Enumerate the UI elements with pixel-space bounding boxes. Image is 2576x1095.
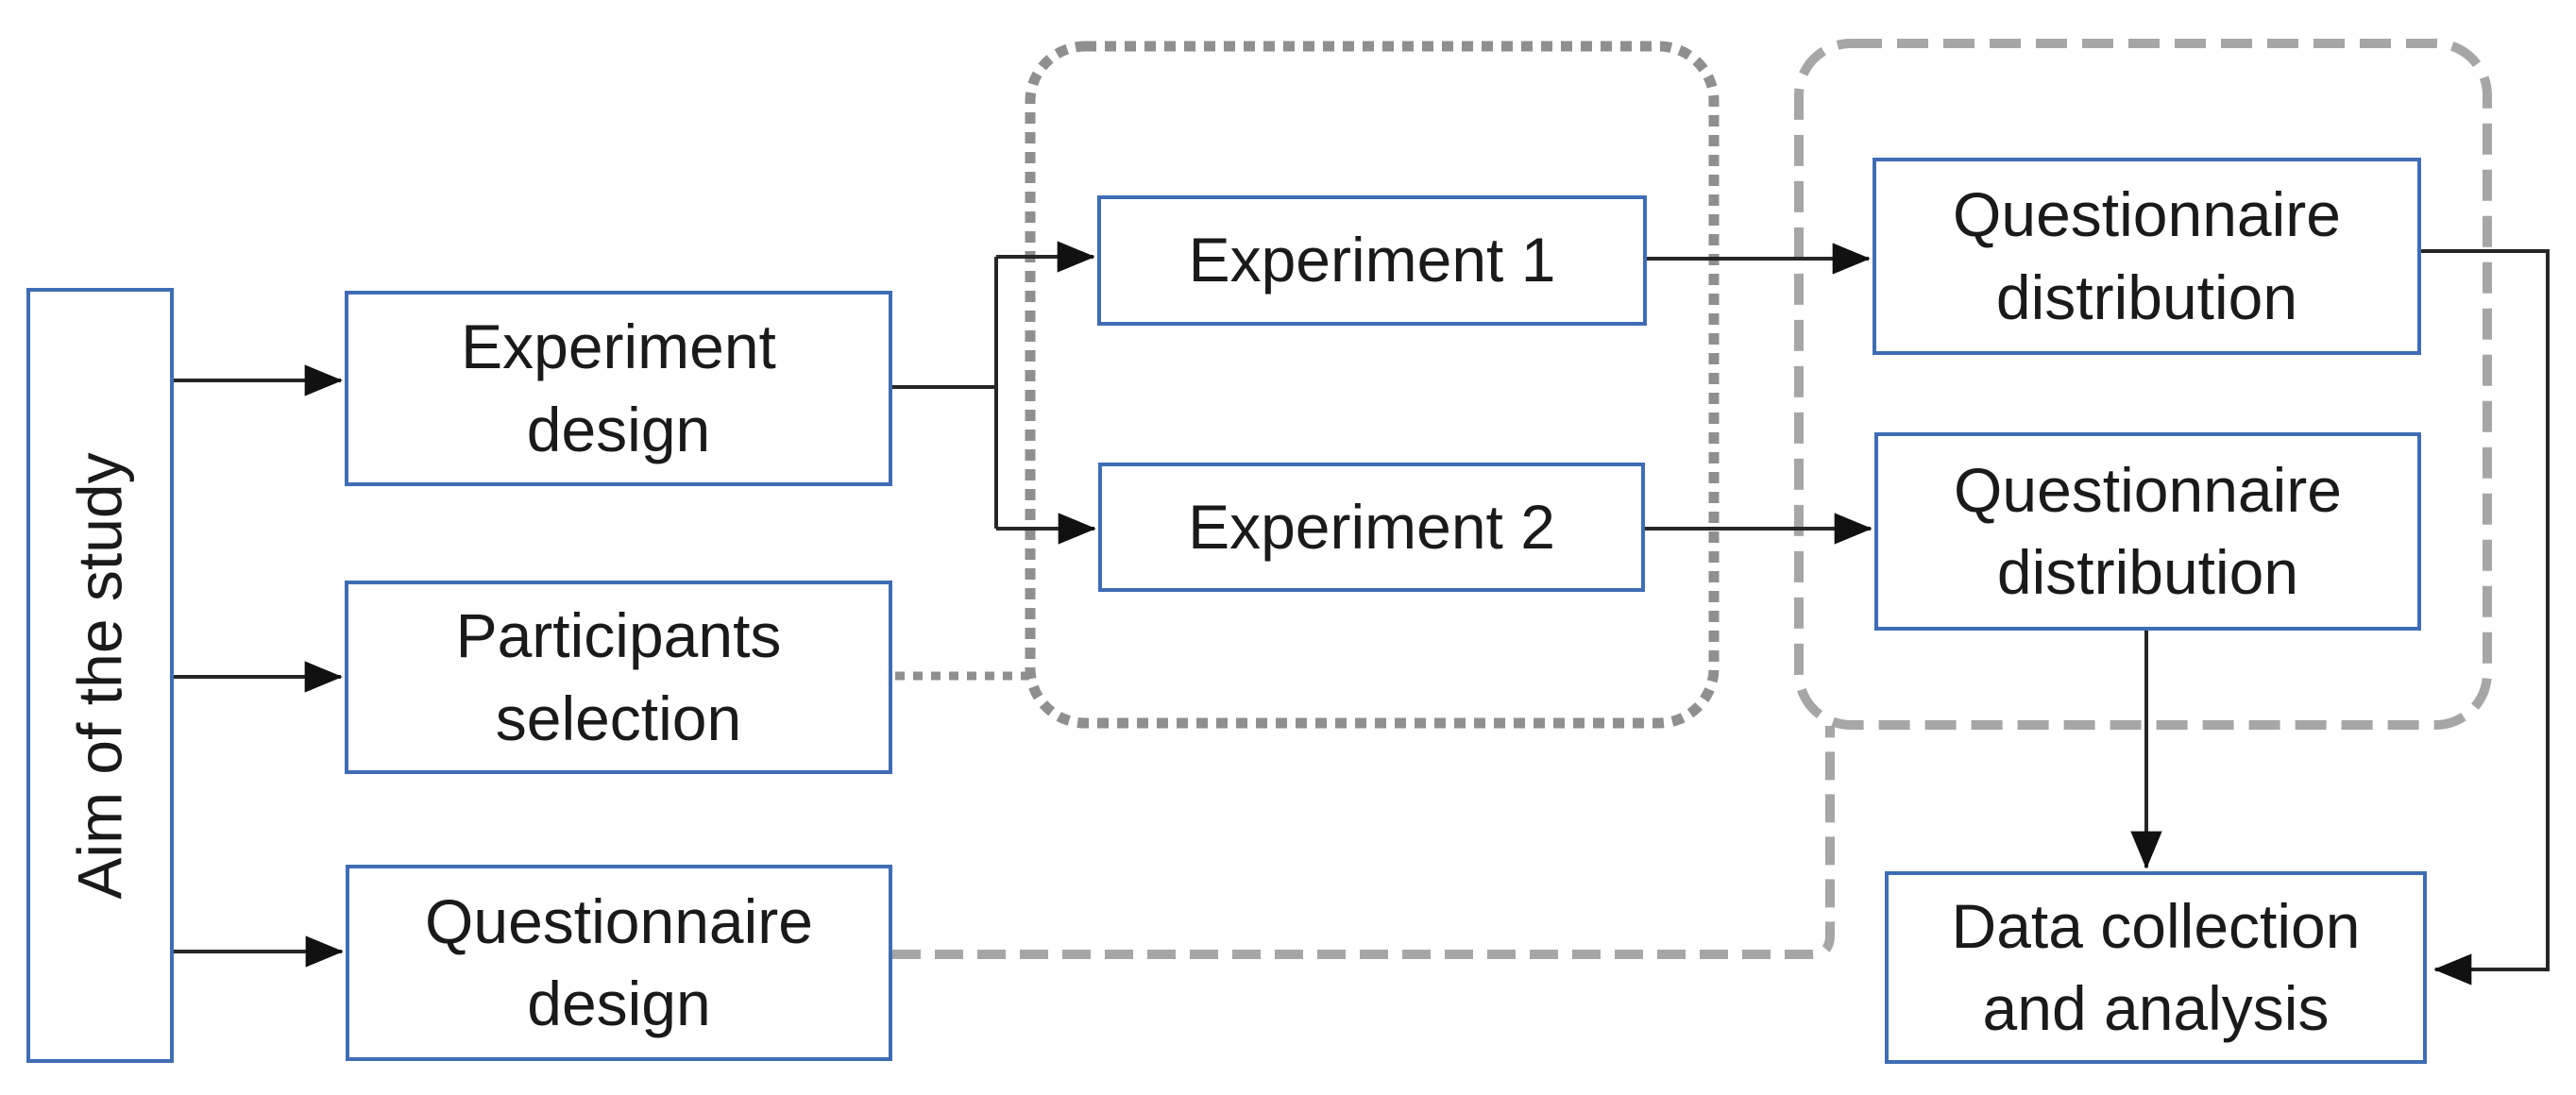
node-participants-selection: Participants selection	[345, 581, 892, 774]
node-label: Aim of the study	[64, 451, 135, 900]
node-label: Experiment 2	[1188, 491, 1555, 562]
node-label: Questionnaire distribution	[1953, 179, 2341, 332]
node-label: Participants selection	[455, 600, 782, 753]
node-label: Experiment 1	[1188, 225, 1556, 295]
node-label: Questionnaire design	[425, 885, 813, 1038]
node-questionnaire-design: Questionnaire design	[346, 865, 892, 1061]
arrow-distribution-1-to-data-collection	[2421, 249, 2550, 986]
node-label: Questionnaire distribution	[1954, 454, 2342, 607]
node-experiment-design: Experiment design	[345, 291, 892, 486]
node-questionnaire-distribution-2: Questionnaire distribution	[1874, 432, 2421, 631]
node-label: Data collection and analysis	[1951, 890, 2361, 1043]
connector-questionnaire-design-to-distribution-group	[892, 726, 1835, 959]
node-questionnaire-distribution-1: Questionnaire distribution	[1873, 158, 2421, 355]
node-experiment-1: Experiment 1	[1097, 195, 1647, 326]
experiments-group-border-dotted	[1025, 41, 1720, 729]
node-experiment-2: Experiment 2	[1098, 463, 1645, 592]
distribution-group-border-dashed	[1794, 39, 2492, 730]
node-label: Experiment design	[461, 312, 776, 464]
node-aim-of-the-study: Aim of the study	[26, 288, 174, 1063]
node-data-collection-and-analysis: Data collection and analysis	[1885, 871, 2427, 1064]
